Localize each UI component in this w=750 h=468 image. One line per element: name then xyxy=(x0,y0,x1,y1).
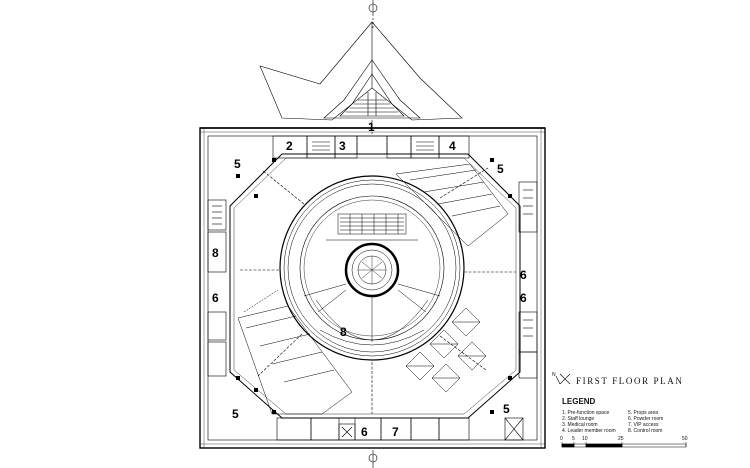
legend-item: 6. Powder room xyxy=(628,416,663,422)
axis-marker-top xyxy=(368,0,378,28)
legend-item: 4. Leader member room xyxy=(562,428,616,434)
radial-ribs xyxy=(240,167,516,414)
room-number-6-right-lower: 6 xyxy=(520,291,527,305)
room-numbers: 1 2 3 4 5 5 8 6 6 6 8 5 5 6 7 xyxy=(212,120,527,439)
room-number-2: 2 xyxy=(286,139,293,153)
room-number-8-left: 8 xyxy=(212,246,219,260)
wall-hatching xyxy=(200,128,545,448)
bottom-service-rooms xyxy=(276,417,524,441)
north-arrow xyxy=(555,373,571,385)
scale-tick-label: 5 xyxy=(572,436,575,442)
room-number-5-bottom-right: 5 xyxy=(503,402,510,416)
scale-tick-label: 25 xyxy=(618,436,624,442)
room-number-5-top-right: 5 xyxy=(497,162,504,176)
legend-item: 7. VIP access xyxy=(628,422,659,428)
legend-item: 2. Staff lounge xyxy=(562,416,594,422)
stage-structure xyxy=(303,283,441,346)
octagon-hall xyxy=(229,153,521,419)
room-number-6-left: 6 xyxy=(212,291,219,305)
truss-upper-right xyxy=(395,163,509,247)
room-number-5-top-left: 5 xyxy=(234,157,241,171)
entrance-canopy xyxy=(259,21,463,134)
columns xyxy=(236,158,512,414)
axis-marker-bottom xyxy=(368,450,378,468)
legend-item: 5. Props area xyxy=(628,410,658,416)
legend-item: 8. Control room xyxy=(628,428,662,434)
room-number-8-center: 8 xyxy=(340,325,347,339)
room-number-6-bottom: 6 xyxy=(361,425,368,439)
top-service-rooms xyxy=(272,135,470,159)
north-label: N xyxy=(552,372,556,378)
room-number-7-bottom: 7 xyxy=(392,425,399,439)
scale-tick-label: 0 xyxy=(560,436,563,442)
room-number-1: 1 xyxy=(368,120,375,134)
legend-item: 1. Pre-function space xyxy=(562,410,609,416)
seating-block xyxy=(326,213,418,241)
legend-column-right: 5. Props area 6. Powder room 7. VIP acce… xyxy=(628,410,663,434)
diamond-panels xyxy=(405,307,487,393)
legend-heading: LEGEND xyxy=(562,397,596,406)
legend-item: 3. Medical room xyxy=(562,422,598,428)
room-number-3: 3 xyxy=(339,139,346,153)
legend-column-left: 1. Pre-function space 2. Staff lounge 3.… xyxy=(562,410,616,434)
room-number-6-right: 6 xyxy=(520,268,527,282)
room-number-4: 4 xyxy=(449,139,456,153)
room-number-5-bottom-left: 5 xyxy=(232,407,239,421)
drawing-title: FIRST FLOOR PLAN xyxy=(576,376,683,386)
scale-bar xyxy=(561,442,687,448)
props-structure-left xyxy=(237,289,353,415)
side-service-rooms xyxy=(207,181,538,379)
scale-tick-label: 10 xyxy=(582,436,588,442)
scale-tick-label: 50 xyxy=(682,436,688,442)
